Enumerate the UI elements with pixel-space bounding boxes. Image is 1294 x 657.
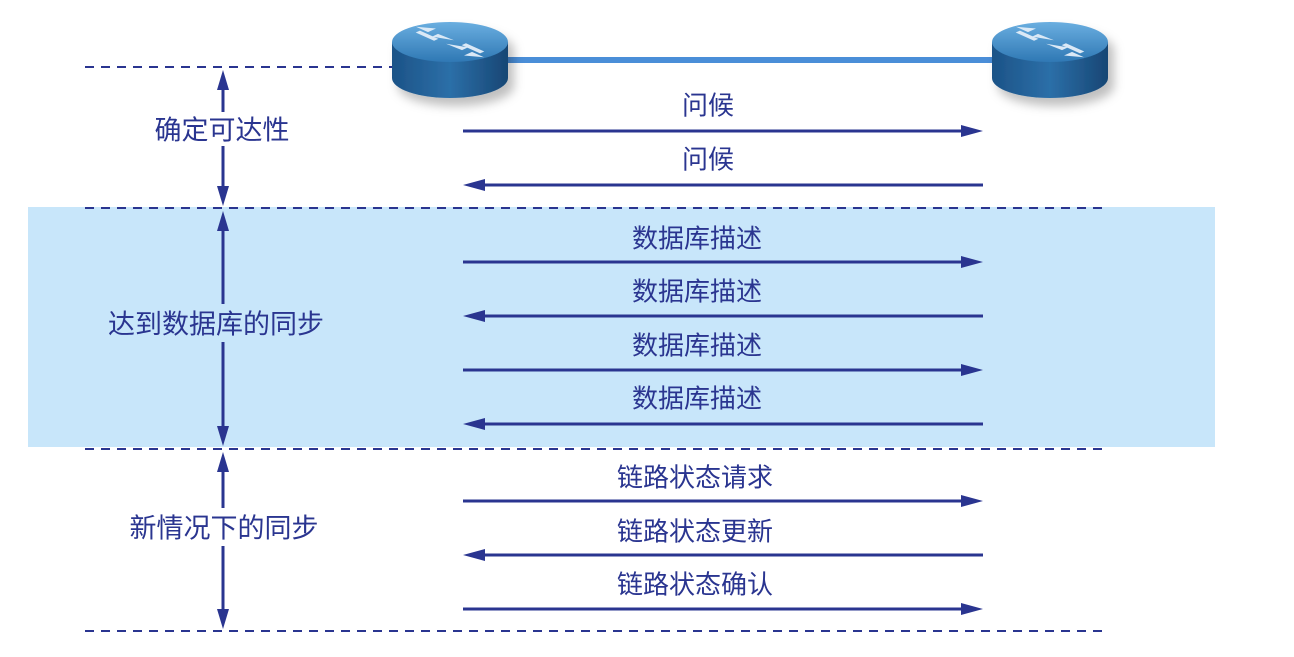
message-arrow-right bbox=[463, 125, 983, 137]
router-right bbox=[992, 22, 1108, 98]
message-arrow-right bbox=[463, 495, 983, 507]
phase-span-arrows bbox=[217, 70, 229, 629]
message-arrow-right bbox=[463, 603, 983, 615]
message-label: 数据库描述 bbox=[631, 224, 763, 255]
message-label: 数据库描述 bbox=[631, 331, 763, 362]
message-label: 数据库描述 bbox=[631, 384, 763, 415]
phase-span-arrow bbox=[217, 452, 229, 629]
message-arrow-right bbox=[463, 256, 983, 268]
message-arrow-left bbox=[463, 310, 983, 322]
message-label: 问候 bbox=[681, 91, 735, 122]
phase-label-db-sync: 达到数据库的同步 bbox=[108, 309, 324, 341]
phase-label-new-sync: 新情况下的同步 bbox=[129, 513, 319, 545]
message-label: 数据库描述 bbox=[631, 277, 763, 308]
router-icon bbox=[992, 22, 1108, 98]
message-arrow-left bbox=[463, 418, 983, 430]
phase-span-arrow bbox=[217, 70, 229, 206]
message-arrow-right bbox=[463, 364, 983, 376]
message-arrow-left bbox=[463, 179, 983, 191]
router-icon bbox=[392, 22, 508, 98]
phase-label-reachability: 确定可达性 bbox=[154, 115, 290, 147]
phase-span-arrow bbox=[217, 211, 229, 446]
router-left bbox=[392, 22, 508, 98]
phase-band bbox=[28, 207, 1215, 447]
message-label: 链路状态请求 bbox=[616, 463, 774, 494]
message-label: 问候 bbox=[681, 145, 735, 176]
message-label: 链路状态更新 bbox=[616, 517, 774, 548]
message-arrow-left bbox=[463, 549, 983, 561]
message-label: 链路状态确认 bbox=[616, 570, 774, 601]
message-arrows bbox=[463, 125, 983, 615]
